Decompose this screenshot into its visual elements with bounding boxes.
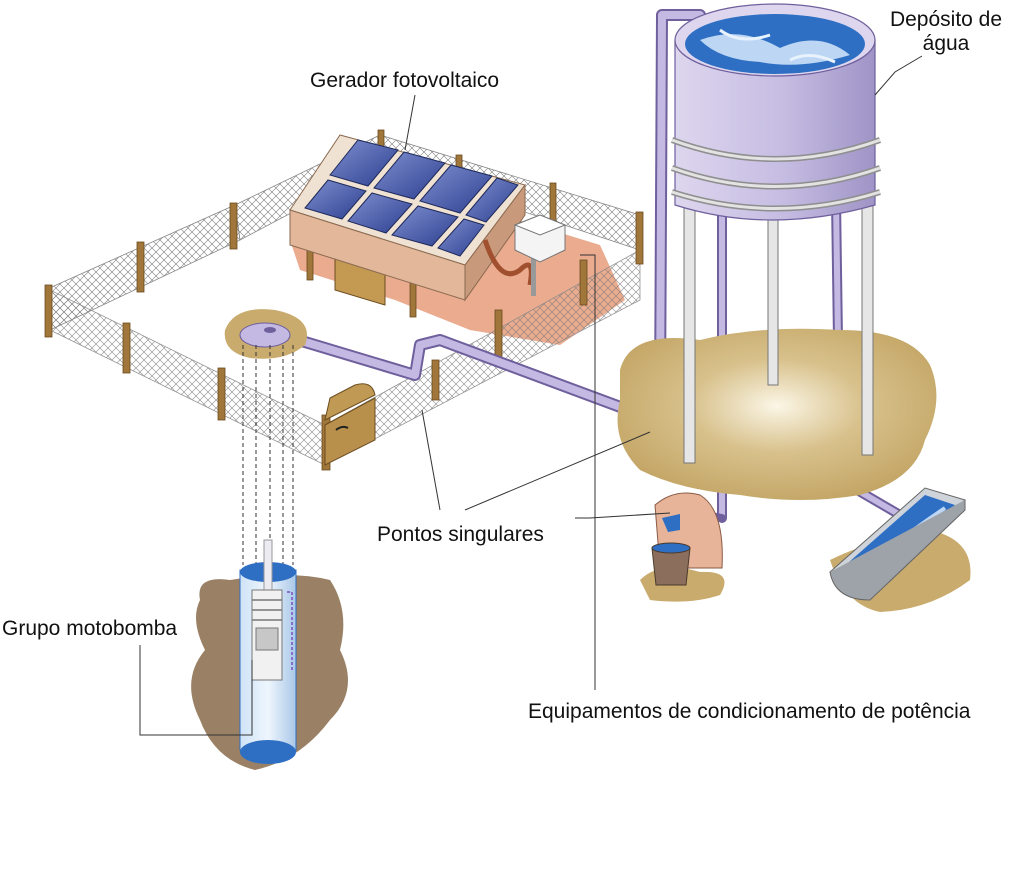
label-water-tank-line2: água	[922, 32, 970, 55]
label-pump-group: Grupo motobomba	[2, 617, 178, 640]
tap-and-bucket	[640, 492, 725, 602]
pv-array	[289, 134, 526, 302]
label-pv-generator: Gerador fotovoltaico	[310, 69, 500, 92]
label-water-tank-line1: Depósito de	[889, 8, 1003, 31]
water-tank	[617, 3, 937, 500]
label-power-conditioning: Equipamentos de condicionamento de potên…	[528, 700, 971, 723]
motor-pump	[251, 589, 293, 681]
tank-ground	[617, 328, 937, 500]
pv-panels	[304, 139, 519, 257]
power-conditioning-box	[482, 214, 567, 296]
front-gate	[324, 383, 376, 421]
label-singular-points: Pontos singulares	[377, 523, 544, 546]
well-guides	[242, 345, 294, 565]
leader-lines	[139, 55, 923, 736]
well-head	[224, 309, 307, 359]
label-water-tank: Depósito de água	[886, 8, 1006, 56]
water-trough	[829, 487, 971, 612]
